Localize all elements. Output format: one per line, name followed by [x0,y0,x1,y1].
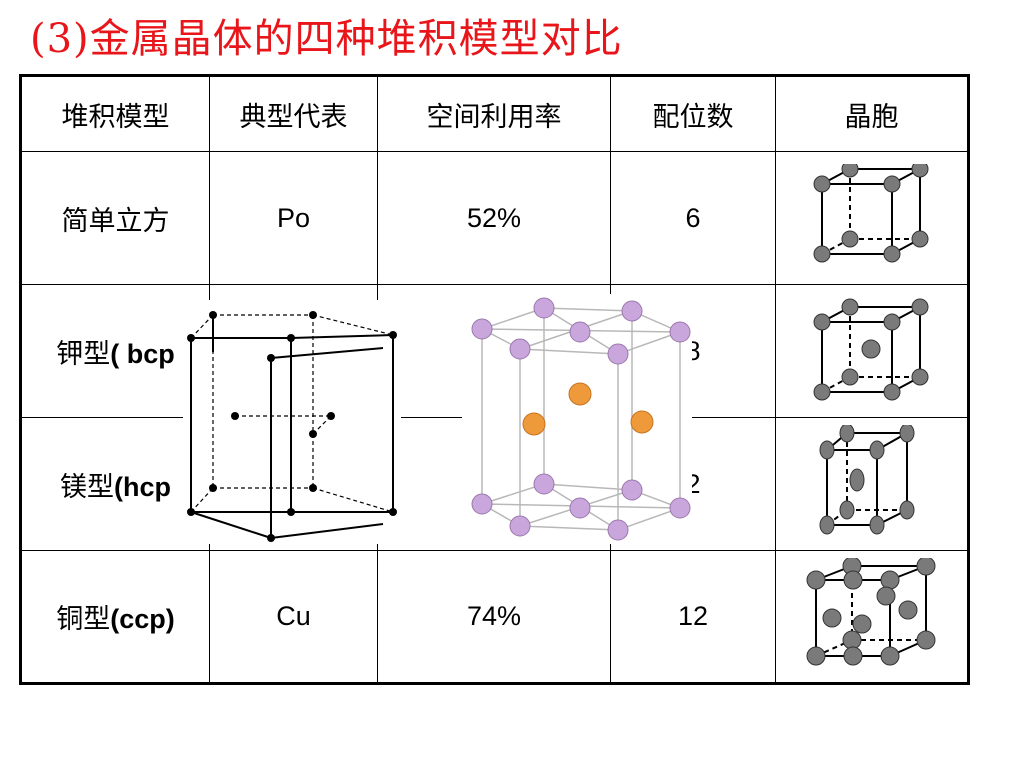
header-space-utilization: 空间利用率 [377,75,611,152]
table-header-row: 堆积模型 典型代表 空间利用率 配位数 晶胞 [20,75,969,152]
simple-cubic-cell-icon [813,164,928,263]
header-coordination-number: 配位数 [610,75,776,152]
coordination-cell: 6 [610,151,776,285]
example-cell: Po [209,151,378,285]
face-centered-cubic-cell-icon [806,557,935,665]
slide-title: (3)金属晶体的四种堆积模型对比 [30,16,623,62]
hcp-colored-overlay [462,294,692,544]
utilization-cell: 74% [377,550,611,684]
model-tag: (ccp) [110,604,175,634]
coordination-cell: 12 [610,550,776,684]
header-stacking-model: 堆积模型 [20,75,210,152]
model-name: 简单立方 [61,205,170,237]
header-unit-cell: 晶胞 [775,75,969,152]
table-row: 简单立方 Po 52% 6 [20,151,969,285]
unit-cell-cell [775,284,969,418]
stacking-models-table: 堆积模型 典型代表 空间利用率 配位数 晶胞 简单立方 Po 52% 6 [19,74,970,685]
model-tag: (hcp [114,471,171,502]
unit-cell-cell [775,417,969,551]
model-tag: ( bcp [110,338,175,369]
hcp-wireframe-overlay [183,300,401,544]
unit-cell-cell [775,151,969,285]
model-name: 钾型 [56,338,111,370]
header-typical-example: 典型代表 [209,75,378,152]
model-name-cell: 铜型(ccp) [20,550,210,684]
hexagonal-close-packed-wireframe-icon [187,311,397,542]
model-name-cell: 镁型(hcp [20,417,210,551]
table-row: 铜型(ccp) Cu 74% 12 [20,550,969,684]
example-cell: Cu [209,550,378,684]
unit-cell-cell [775,550,969,684]
utilization-cell: 52% [377,151,611,285]
model-name: 铜型 [56,604,111,635]
model-name: 镁型 [60,471,114,503]
hexagonal-close-packed-unit-cell-icon [471,297,691,541]
model-name-cell: 钾型( bcp [20,284,210,418]
hexagonal-prism-cell-icon [819,425,914,535]
body-centered-cubic-cell-icon [813,298,928,401]
model-name-cell: 简单立方 [20,151,210,285]
